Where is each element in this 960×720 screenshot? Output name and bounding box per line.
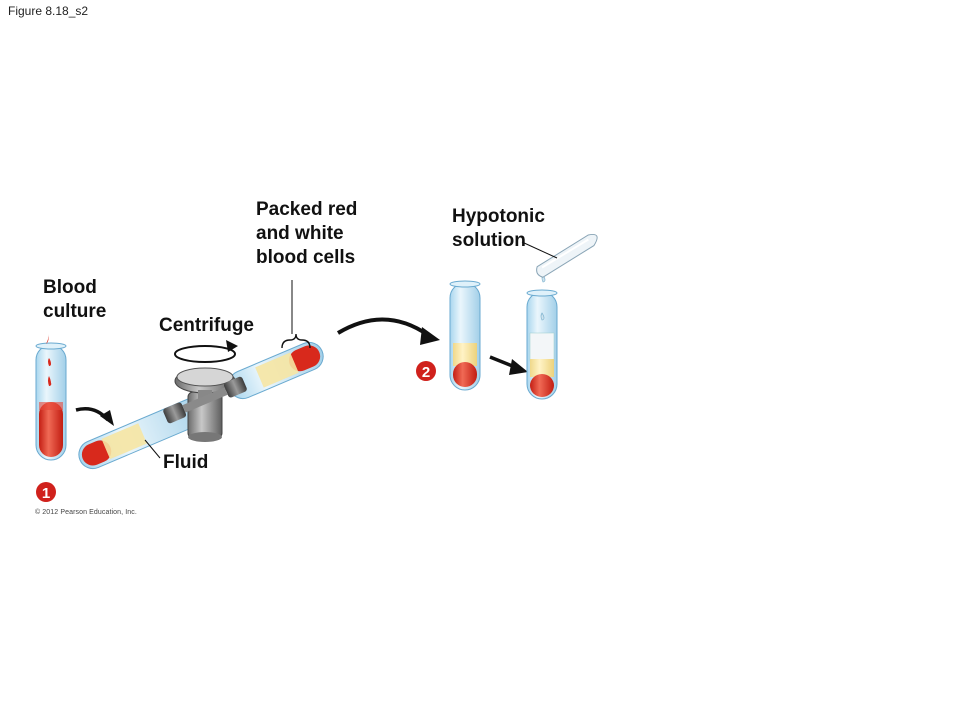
centrifuge-tube-right <box>228 341 324 400</box>
centrifuge-label: Centrifuge <box>159 315 254 336</box>
step-1-badge: 1 <box>36 482 56 502</box>
arrow-head <box>420 327 440 345</box>
label-line: and white <box>256 223 344 244</box>
blood-culture-label: Blood culture <box>43 276 106 324</box>
label-line: culture <box>43 301 107 322</box>
packed-cells-brace <box>281 333 311 349</box>
fluid-label: Fluid <box>163 452 209 473</box>
hypotonic-solution-label: Hypotonic solution <box>452 205 545 253</box>
arrow-head <box>509 359 528 375</box>
fluid-leader <box>144 439 161 459</box>
rotation-arrow-icon <box>174 340 238 363</box>
blood-culture-tube <box>35 342 67 461</box>
blood-drops <box>44 334 52 387</box>
arrow-to-step2 <box>336 317 430 337</box>
step-2-badge: 2 <box>416 361 436 381</box>
step-2-number: 2 <box>422 364 430 381</box>
label-line: blood cells <box>256 247 356 268</box>
label-line: solution <box>452 230 526 251</box>
solution-drops <box>540 274 546 321</box>
step-1-number: 1 <box>42 485 50 502</box>
hypotonic-tube <box>526 289 558 400</box>
copyright-notice: © 2012 Pearson Education, Inc. <box>35 509 137 516</box>
figure-label: Figure 8.18_s2 <box>8 4 89 18</box>
packed-cells-label: Packed red and white blood cells <box>256 198 357 270</box>
separated-tube <box>449 280 481 391</box>
label-line: Blood <box>43 277 97 298</box>
arrow-head <box>100 410 114 426</box>
label-line: Packed red <box>256 199 358 220</box>
label-line: Hypotonic <box>452 206 545 227</box>
pipette <box>536 233 598 278</box>
hypotonic-leader <box>521 241 558 259</box>
centrifuge <box>163 367 247 442</box>
